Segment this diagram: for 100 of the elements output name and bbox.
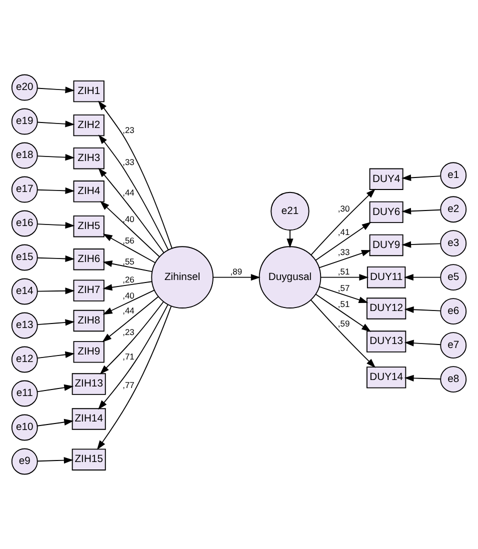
node-circle: e10	[11, 414, 38, 441]
edge-label: ,51	[338, 298, 350, 309]
node-circle: e13	[11, 312, 38, 339]
arrow	[37, 319, 75, 326]
edge-label: ,57	[338, 282, 350, 293]
node-circle: e20	[11, 74, 38, 101]
edge-label: ,23	[122, 125, 134, 136]
arrow	[37, 222, 75, 229]
edge-label: ,40	[122, 290, 134, 300]
arrow	[37, 255, 75, 262]
edge-label: ,44	[122, 187, 134, 198]
edge-label: ,55	[122, 256, 134, 266]
node-box: ZIH7	[73, 280, 104, 302]
arrow	[404, 274, 441, 281]
edge-label: ,40	[122, 214, 134, 224]
arrow	[98, 134, 169, 250]
node-box: ZIH6	[73, 248, 104, 270]
arrow	[98, 304, 168, 410]
edge-label: ,51	[338, 266, 350, 277]
arrow	[37, 86, 75, 94]
arrow	[100, 200, 160, 257]
edge-label: ,26	[122, 274, 134, 284]
edge-label: ,77	[122, 380, 134, 390]
node-box: DUY11	[366, 266, 406, 288]
arrow	[37, 120, 75, 128]
arrow	[100, 301, 164, 374]
arrow	[404, 340, 441, 346]
node-circle: e2	[440, 196, 467, 223]
edge-label: ,89	[230, 266, 242, 277]
node-box: ZIH1	[73, 80, 104, 102]
node-circle: e16	[11, 210, 38, 237]
node-circle: e5	[440, 264, 467, 291]
edge-label: ,44	[122, 305, 134, 316]
node-circle: e14	[11, 278, 38, 305]
arrow	[402, 174, 441, 182]
node-circle: e21	[270, 192, 310, 231]
edge-label: ,33	[338, 246, 350, 257]
node-circle: e12	[11, 346, 38, 373]
edge-label: ,59	[338, 318, 350, 329]
node-circle: e8	[440, 366, 467, 393]
node-box: ZIH3	[73, 147, 104, 170]
node-box: DUY6	[369, 201, 404, 224]
arrow	[402, 241, 441, 248]
arrow	[404, 374, 441, 382]
node-box: ZIH9	[73, 341, 104, 363]
edge-label: ,33	[122, 157, 134, 168]
arrow	[36, 384, 74, 392]
node-circle: e19	[11, 108, 38, 135]
arrow	[310, 188, 376, 256]
arrow	[37, 457, 74, 464]
node-circle: e11	[11, 380, 38, 407]
node-box: ZIH4	[73, 180, 104, 202]
edge-label: ,71	[122, 352, 134, 362]
arrow	[315, 294, 372, 332]
node-circle: e6	[440, 298, 467, 325]
edge-label: ,23	[122, 327, 134, 338]
arrow	[102, 234, 156, 264]
node-circle: e18	[11, 142, 38, 169]
arrow	[98, 168, 164, 254]
arrow	[102, 296, 159, 342]
node-circle: e7	[440, 332, 467, 359]
arrow	[315, 222, 372, 261]
arrow	[404, 306, 441, 313]
node-box: ZIH14	[72, 408, 106, 430]
node-circle: e17	[11, 176, 38, 203]
arrow	[98, 100, 172, 249]
edge-label: ,30	[338, 203, 350, 214]
node-circle: e15	[11, 244, 38, 271]
arrow	[37, 351, 75, 358]
node-box: DUY13	[366, 330, 406, 352]
node-box: ZIH8	[73, 310, 104, 332]
arrow	[37, 288, 75, 294]
edge-label: ,56	[122, 236, 134, 246]
node-box: ZIH2	[73, 114, 104, 136]
node-box: DUY12	[366, 298, 406, 320]
arrow	[96, 306, 172, 450]
arrow	[318, 286, 368, 304]
arrow	[212, 274, 260, 281]
node-box: DUY14	[366, 366, 406, 388]
node-circle: e3	[440, 230, 467, 257]
node-circle: e1	[440, 162, 467, 189]
edge-label: ,41	[338, 227, 350, 238]
node-box: DUY9	[369, 234, 404, 256]
node-box: ZIH13	[72, 373, 106, 395]
arrow	[102, 290, 155, 315]
arrow	[102, 260, 153, 272]
node-box: ZIH5	[73, 215, 104, 238]
arrow	[402, 208, 441, 214]
arrow	[318, 250, 372, 268]
arrow	[320, 274, 369, 281]
arrow	[36, 418, 74, 426]
arrow	[310, 300, 376, 368]
node-circle: Duygusal	[258, 246, 322, 308]
node-circle: e9	[11, 448, 38, 475]
node-circle: Zihinsel	[151, 246, 214, 308]
arrow	[286, 230, 294, 248]
node-box: ZIH15	[72, 448, 106, 470]
arrow	[102, 281, 152, 291]
arrow	[37, 187, 75, 194]
node-box: DUY4	[369, 168, 404, 190]
